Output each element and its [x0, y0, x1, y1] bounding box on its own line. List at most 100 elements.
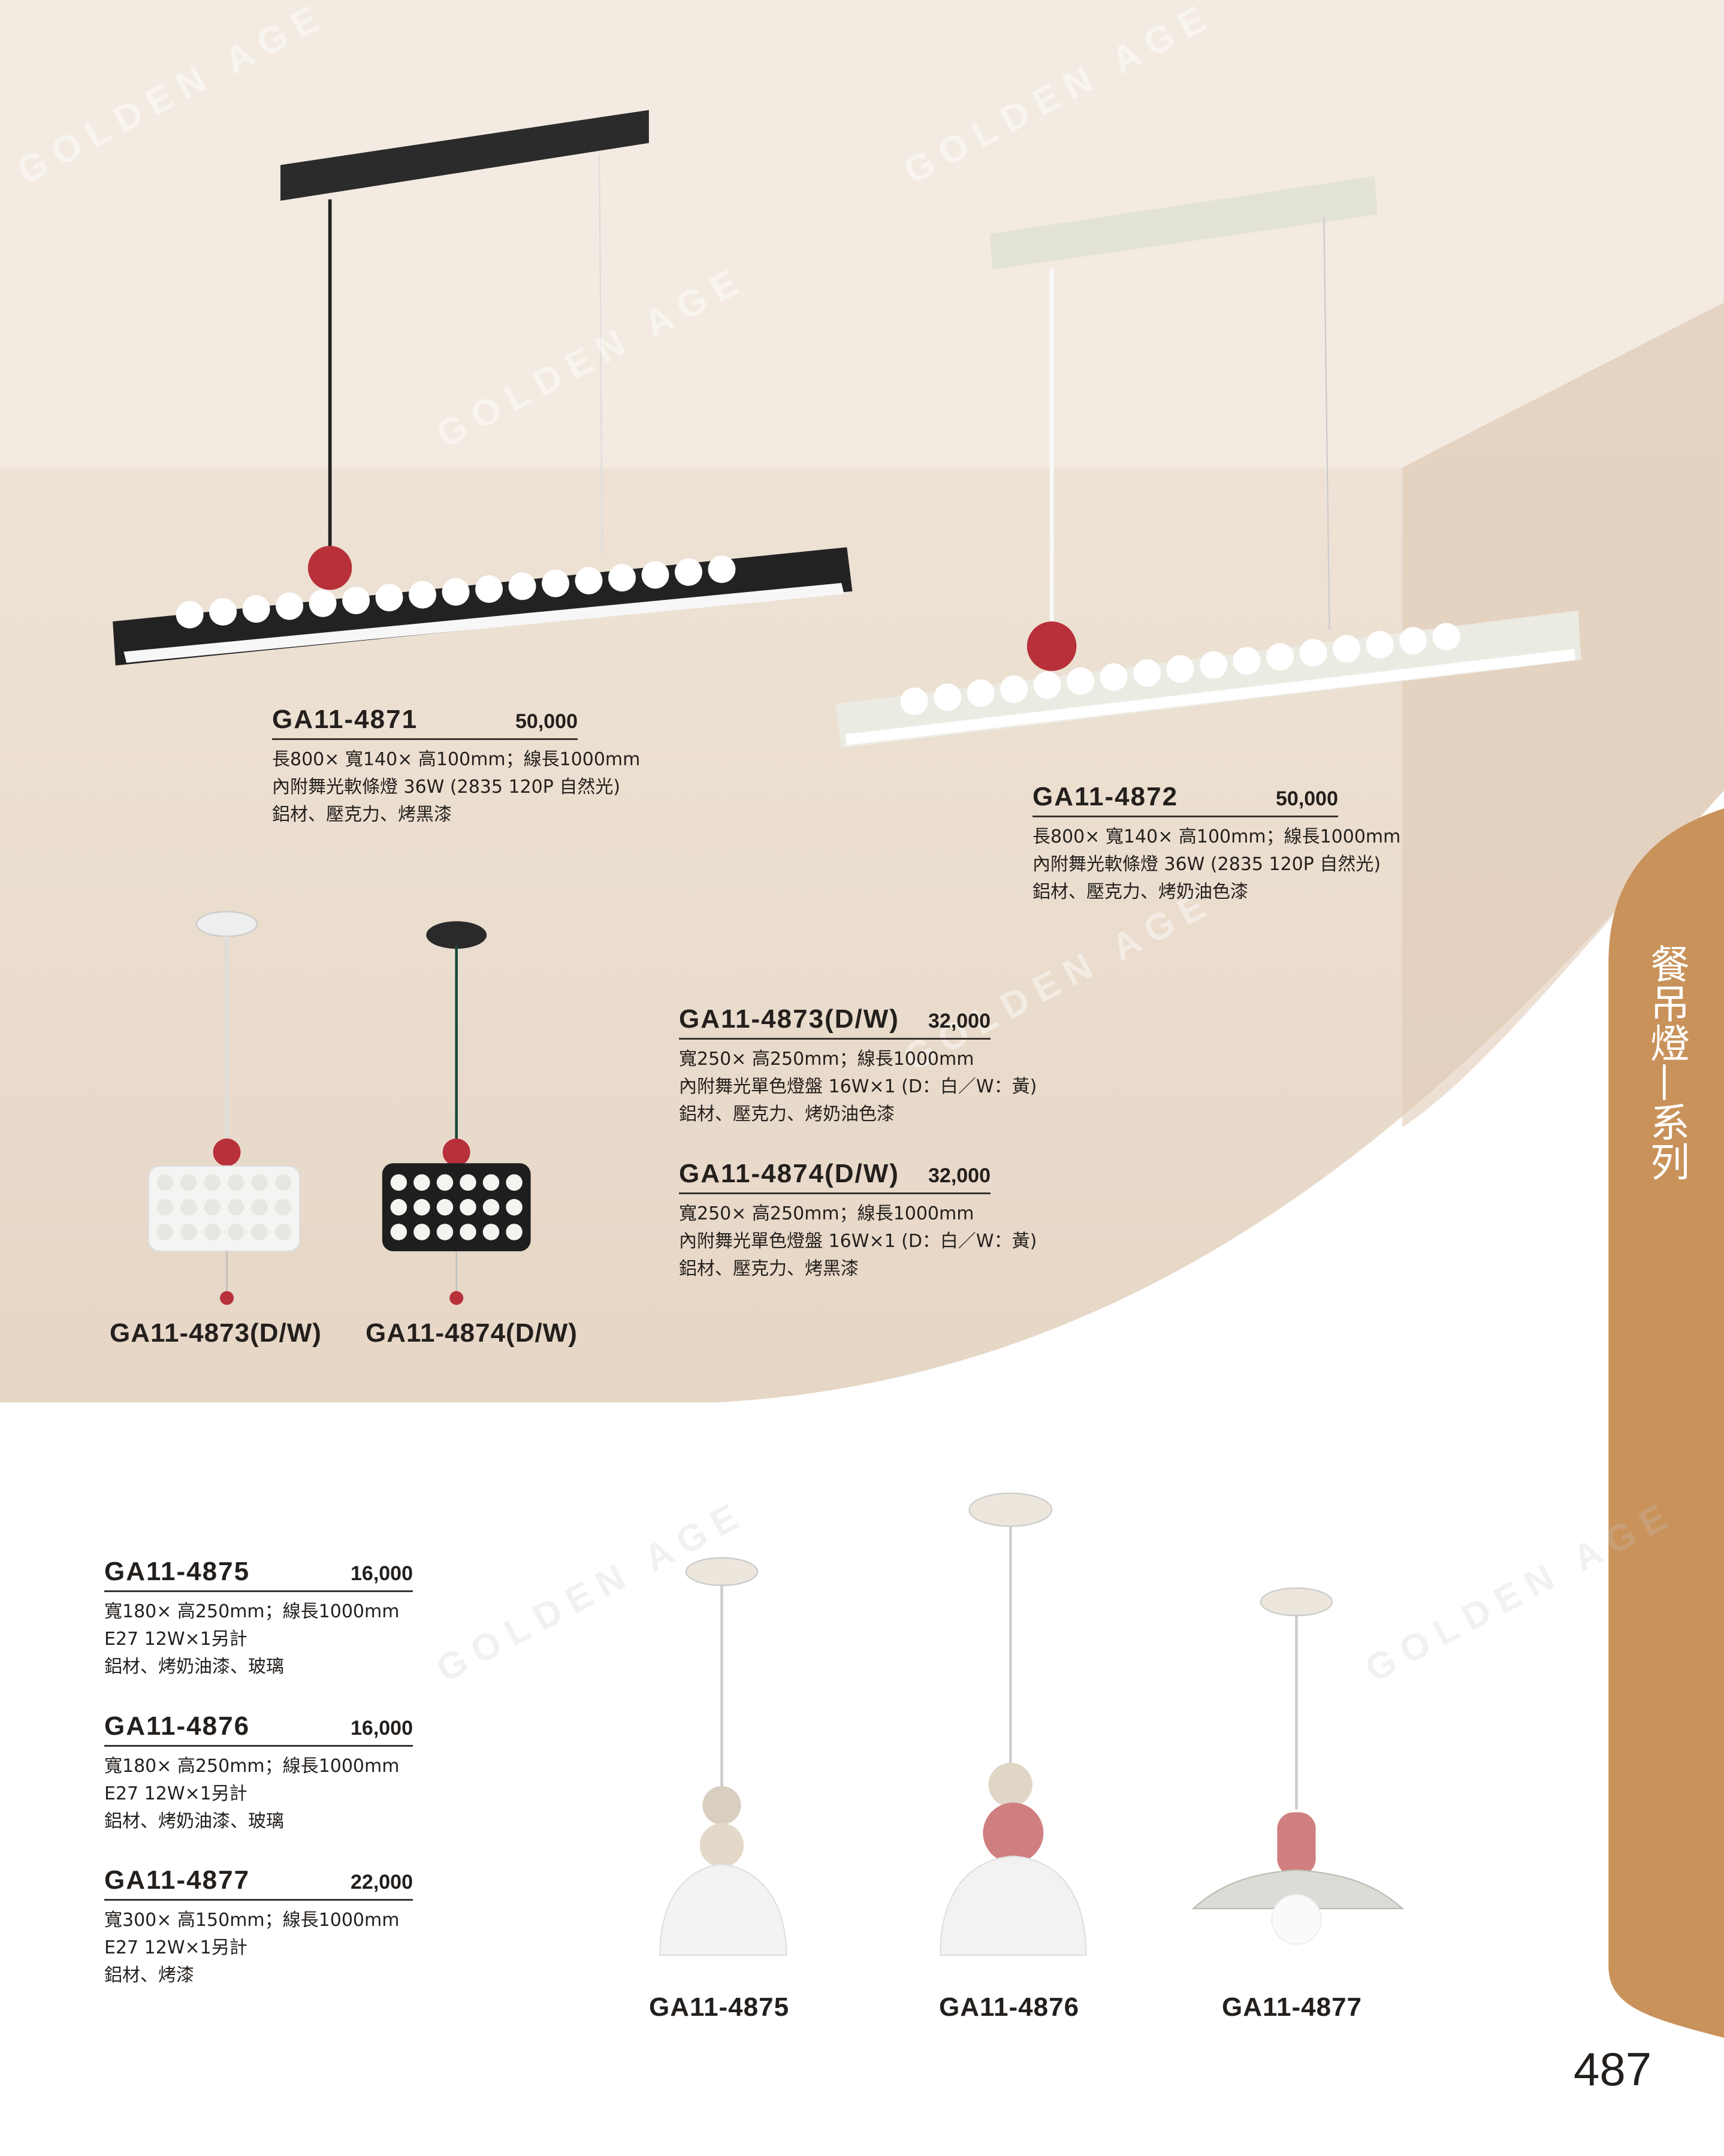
fixture-hole — [156, 1174, 174, 1191]
spec-line: 內附舞光軟條燈 36W (2835 120P 自然光) — [272, 777, 621, 798]
fixture-hole — [575, 566, 603, 594]
fixture-hole — [274, 1174, 292, 1191]
fixture-hole — [508, 572, 536, 600]
fixture-hole — [1067, 667, 1095, 695]
spec-line: E27 12W×1另計 — [104, 1937, 247, 1958]
fixture-hole — [390, 1224, 407, 1240]
spec-line: 寬180× 高250mm；線長1000mm — [104, 1756, 400, 1777]
fixture-hole — [274, 1224, 292, 1240]
fixture-hole — [675, 558, 702, 586]
spec-line: 鋁材、烤漆 — [104, 1965, 194, 1986]
spec-line: 寬180× 高250mm；線長1000mm — [104, 1601, 400, 1622]
price: 16,000 — [351, 1562, 413, 1585]
spec-line: 鋁材、壓克力、烤奶油色漆 — [1032, 881, 1248, 902]
model-number: GA11-4873(D/W) — [679, 1004, 899, 1034]
fixture-hole — [274, 1198, 292, 1216]
fixture-hole — [1133, 659, 1161, 687]
lamp-ga11-4877 — [1191, 1587, 1405, 1945]
fixture-hole — [251, 1174, 268, 1191]
spec-line: 鋁材、壓克力、烤奶油色漆 — [679, 1104, 895, 1125]
fixture-hole — [180, 1224, 197, 1240]
model-number: GA11-4871 — [272, 705, 418, 734]
fixture-hole — [475, 575, 503, 603]
fixture-hole — [309, 589, 337, 617]
fixture-hole — [176, 600, 204, 629]
fixture-hole — [1100, 663, 1128, 691]
lamp-ga11-4876 — [940, 1492, 1087, 1956]
image-label: GA11-4876 — [939, 1992, 1080, 2022]
fixture-hole — [460, 1174, 476, 1191]
fixture-hole — [180, 1198, 197, 1216]
fixture-hole — [251, 1198, 268, 1216]
fixture-hole — [460, 1198, 476, 1216]
fixture-hole — [1299, 639, 1327, 667]
wall-corner — [1402, 302, 1724, 1128]
fixture-hole — [506, 1174, 523, 1191]
fixture-hole — [708, 555, 736, 583]
fixture-hole — [413, 1174, 430, 1191]
fixture-hole — [442, 578, 470, 606]
fixture-hole — [390, 1198, 407, 1216]
fixture-hole — [409, 581, 436, 609]
fixture-hole — [1399, 627, 1427, 655]
lamp-ga11-4871 — [113, 110, 853, 666]
fixture-hole — [390, 1174, 407, 1191]
fixture-hole — [276, 592, 304, 620]
fixture-hole — [1200, 651, 1228, 679]
fixture-hole — [156, 1224, 174, 1240]
fixture-hole — [1166, 655, 1194, 683]
price: 16,000 — [351, 1717, 413, 1740]
fixture-hole — [542, 569, 569, 597]
spec-line: 寬250× 高250mm；線長1000mm — [679, 1203, 974, 1224]
fixture-hole — [204, 1224, 221, 1240]
product-info-ga11-4876: GA11-4876 16,000 寬180× 高250mm；線長1000mm E2… — [104, 1711, 413, 1835]
fixture-hole — [900, 687, 928, 715]
category-title: 餐吊燈—系列 — [1644, 944, 1690, 1181]
fixture-hole — [342, 587, 370, 614]
spec-line: 寬300× 高150mm；線長1000mm — [104, 1910, 400, 1931]
spec-line: E27 12W×1另計 — [104, 1783, 247, 1804]
fixture-hole — [1366, 630, 1394, 659]
fixture-hole — [482, 1224, 500, 1240]
fixture-hole — [436, 1198, 454, 1216]
fixture-hole — [460, 1224, 476, 1240]
fixture-hole — [204, 1174, 221, 1191]
fixture-hole — [1033, 671, 1061, 699]
product-info-ga11-4874: GA11-4874(D/W) 32,000 寬250× 高250mm；線長1000… — [679, 1159, 1037, 1283]
model-number: GA11-4874(D/W) — [679, 1159, 899, 1188]
fixture-hole — [204, 1198, 221, 1216]
fixture-hole — [1266, 643, 1294, 671]
fixture-hole — [1233, 647, 1261, 675]
fixture-hole — [506, 1224, 523, 1240]
fixture-hole — [1432, 623, 1460, 651]
fixture-hole — [482, 1198, 500, 1216]
price: 50,000 — [1276, 787, 1338, 810]
category-tab — [1608, 808, 1724, 2038]
spec-line: 寬250× 高250mm；線長1000mm — [679, 1049, 974, 1070]
fixture-hole — [436, 1224, 454, 1240]
price: 32,000 — [928, 1164, 991, 1187]
fixture-hole — [436, 1174, 454, 1191]
spec-line: 鋁材、壓克力、烤黑漆 — [272, 804, 452, 825]
spec-line: 內附舞光單色燈盤 16W×1 (D：白／W：黃) — [679, 1076, 1037, 1097]
spec-line: 鋁材、壓克力、烤黑漆 — [679, 1258, 859, 1279]
fixture-hole — [506, 1198, 523, 1216]
spec-line: E27 12W×1另計 — [104, 1629, 247, 1650]
spec-line: 鋁材、烤奶油漆、玻璃 — [104, 1811, 284, 1832]
fixture-hole — [242, 595, 270, 623]
image-label: GA11-4877 — [1222, 1992, 1363, 2022]
fixture-hole — [1000, 675, 1028, 703]
spec-line: 長800× 寬140× 高100mm；線長1000mm — [1032, 826, 1401, 847]
fixture-hole — [1333, 635, 1361, 663]
fixture-hole — [934, 683, 962, 711]
model-number: GA11-4876 — [104, 1711, 250, 1741]
fixture-hole — [482, 1174, 500, 1191]
price: 22,000 — [351, 1871, 413, 1894]
fixture-hole — [413, 1224, 430, 1240]
spec-line: 內附舞光軟條燈 36W (2835 120P 自然光) — [1032, 854, 1381, 875]
product-info-ga11-4873: GA11-4873(D/W)32,000 寬250× 高250mm；線長1000… — [679, 1004, 1037, 1128]
spec-line: 內附舞光單色燈盤 16W×1 (D：白／W：黃) — [679, 1231, 1037, 1252]
